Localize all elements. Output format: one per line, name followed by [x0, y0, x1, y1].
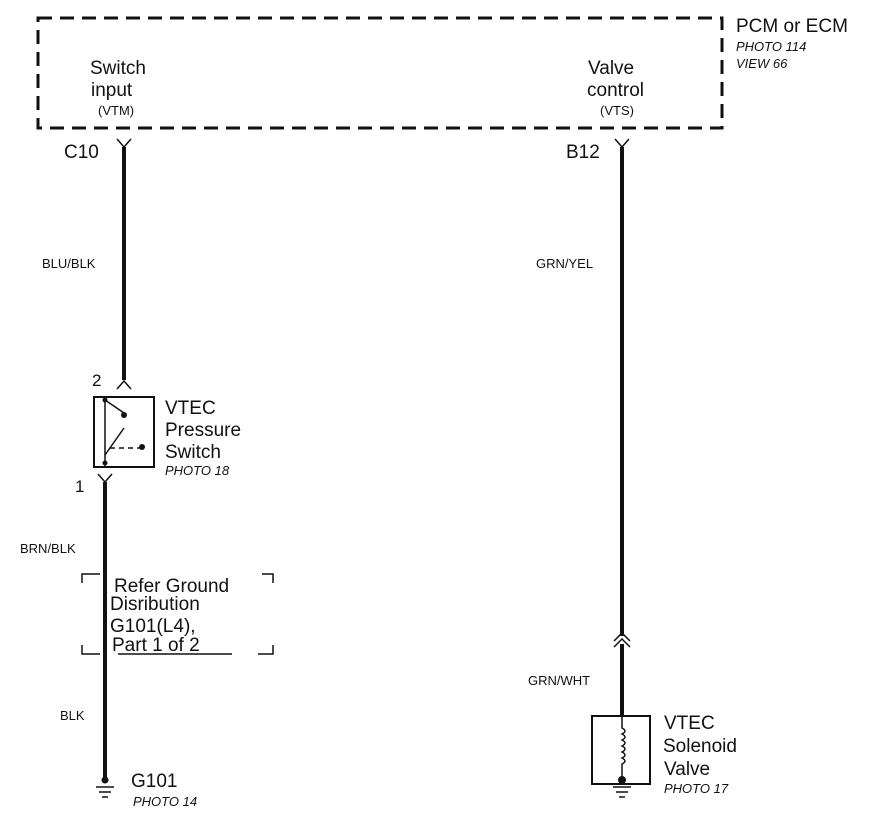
ground-symbol-icon: [96, 776, 114, 798]
wire-label-right-upper: GRN/YEL: [536, 256, 593, 271]
pin-c10: C10: [64, 142, 99, 163]
switch-input-label-line2: input: [91, 80, 133, 101]
solenoid-valve-box: [591, 715, 651, 785]
pressure-switch-pin-top: 2: [92, 371, 101, 390]
solenoid-photo: PHOTO 17: [664, 781, 729, 796]
wire-label-right-lower: GRN/WHT: [528, 673, 590, 688]
valve-control-label-line1: Valve: [588, 58, 634, 79]
solenoid-name-line3: Valve: [664, 759, 710, 780]
module-name: PCM or ECM: [736, 16, 848, 37]
pressure-switch-name-line2: Pressure: [165, 420, 241, 441]
module-view: VIEW 66: [736, 56, 788, 71]
left-circuit: 2 1 VTEC Pressure Switch PHOTO 18 G101 P…: [75, 138, 241, 809]
pressure-switch-pin-bottom: 1: [75, 477, 84, 496]
valve-control-code: (VTS): [600, 103, 634, 118]
pressure-switch-name-line1: VTEC: [165, 398, 216, 419]
module-photo: PHOTO 114: [736, 39, 806, 54]
right-circuit: VTEC Solenoid Valve PHOTO 17: [591, 138, 737, 798]
valve-control-label-line2: control: [587, 80, 644, 101]
ground-name: G101: [131, 771, 177, 792]
switch-input-code: (VTM): [98, 103, 134, 118]
refer-note-line4: Part 1 of 2: [112, 635, 200, 656]
pressure-switch-photo: PHOTO 18: [165, 463, 230, 478]
solenoid-name-line1: VTEC: [664, 713, 715, 734]
solenoid-coil-icon: [620, 716, 626, 778]
refer-note-bracket: [81, 573, 274, 655]
refer-note-line1: Refer Ground: [114, 576, 229, 597]
solenoid-name-line2: Solenoid: [663, 736, 737, 757]
wire-label-left-lower: BLK: [60, 708, 85, 723]
refer-note-line2: Disribution: [110, 594, 200, 615]
inline-connector-icon: [613, 631, 631, 642]
wire-label-left-middle: BRN/BLK: [20, 541, 76, 556]
module-box: [36, 16, 724, 130]
ground-photo: PHOTO 14: [133, 794, 197, 809]
pressure-switch-name-line3: Switch: [165, 442, 221, 463]
pin-b12: B12: [566, 142, 600, 163]
wire-label-left-upper: BLU/BLK: [42, 256, 96, 271]
refer-note-line3: G101(L4),: [110, 616, 196, 637]
switch-input-label-line1: Switch: [90, 58, 146, 79]
pressure-switch-box: [93, 396, 155, 468]
